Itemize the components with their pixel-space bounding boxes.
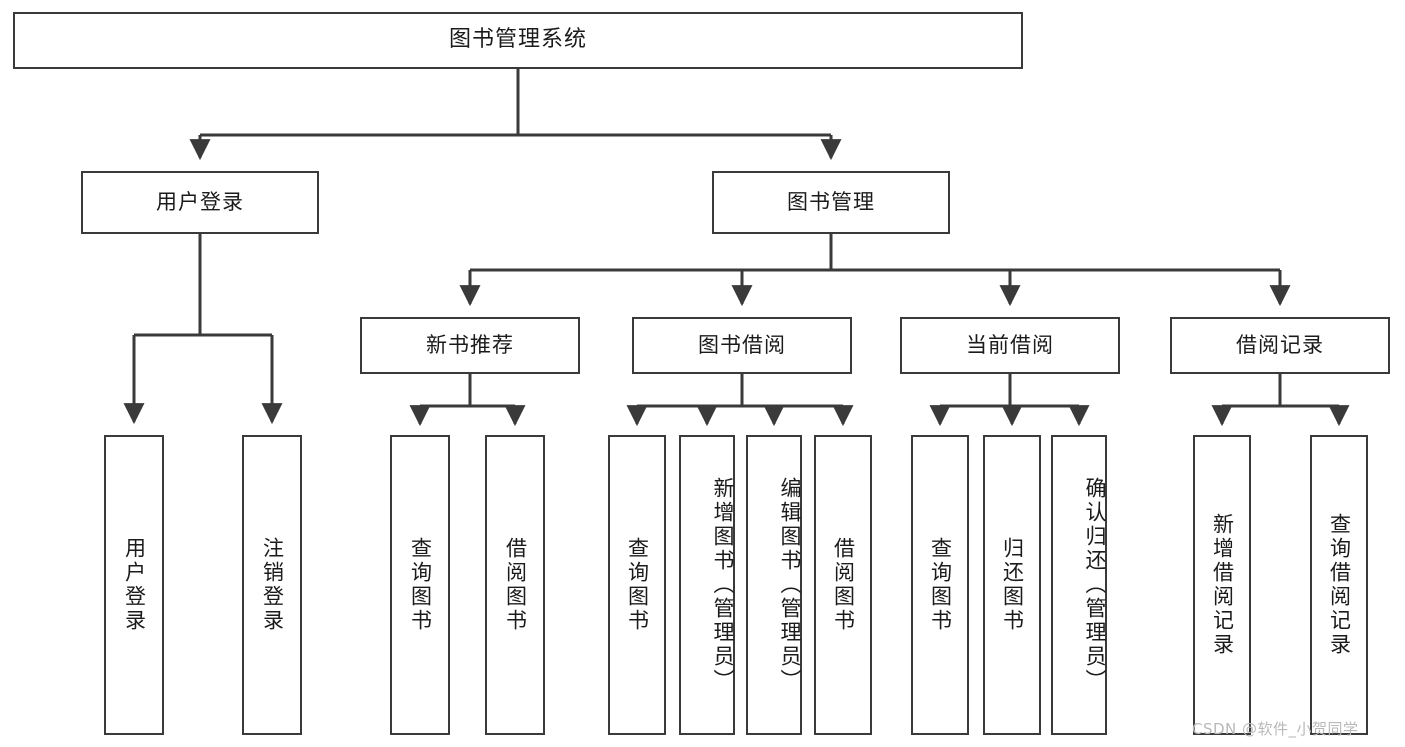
leaf-query-book-3-label: 查询图书 [928,537,953,633]
leaf-add-record-label: 新增借阅记录 [1210,513,1235,657]
leaf-borrow-book-1[interactable]: 借阅图书 [485,435,545,735]
leaf-user-login[interactable]: 用户登录 [104,435,164,735]
leaf-confirm-return[interactable]: 确认归还（管理员） [1051,435,1107,735]
node-user-login-label: 用户登录 [156,189,244,214]
leaf-borrow-book-2[interactable]: 借阅图书 [814,435,872,735]
leaf-edit-book-label: 编辑图书（管理员） [778,477,802,693]
node-root[interactable]: 图书管理系统 [13,12,1023,69]
node-borrow-record[interactable]: 借阅记录 [1170,317,1390,374]
leaf-query-book-2-label: 查询图书 [625,537,650,633]
leaf-add-book-label: 新增图书（管理员） [711,477,735,693]
leaf-user-login-label: 用户登录 [122,537,147,633]
leaf-query-book-3[interactable]: 查询图书 [911,435,969,735]
leaf-return-book[interactable]: 归还图书 [983,435,1041,735]
leaf-add-book[interactable]: 新增图书（管理员） [679,435,735,735]
leaf-borrow-book-2-label: 借阅图书 [831,537,856,633]
node-current-borrow-label: 当前借阅 [966,332,1054,357]
leaf-edit-book[interactable]: 编辑图书（管理员） [746,435,802,735]
node-book-borrow-label: 图书借阅 [698,332,786,357]
node-new-book-rec[interactable]: 新书推荐 [360,317,580,374]
node-new-book-rec-label: 新书推荐 [426,332,514,357]
leaf-borrow-book-1-label: 借阅图书 [503,537,528,633]
leaf-add-record[interactable]: 新增借阅记录 [1193,435,1251,735]
leaf-query-record-label: 查询借阅记录 [1327,513,1352,657]
leaf-logout[interactable]: 注销登录 [242,435,302,735]
node-current-borrow[interactable]: 当前借阅 [900,317,1120,374]
node-book-manage-label: 图书管理 [787,189,875,214]
leaf-query-book-1-label: 查询图书 [408,537,433,633]
leaf-return-book-label: 归还图书 [1000,537,1025,633]
leaf-query-record[interactable]: 查询借阅记录 [1310,435,1368,735]
leaf-query-book-1[interactable]: 查询图书 [390,435,450,735]
node-book-manage[interactable]: 图书管理 [712,171,950,234]
node-book-borrow[interactable]: 图书借阅 [632,317,852,374]
leaf-query-book-2[interactable]: 查询图书 [608,435,666,735]
leaf-logout-label: 注销登录 [260,537,285,633]
leaf-confirm-return-label: 确认归还（管理员） [1083,477,1107,693]
node-borrow-record-label: 借阅记录 [1236,332,1324,357]
node-user-login[interactable]: 用户登录 [81,171,319,234]
csdn-watermark: CSDN @软件_小贺同学 [1192,720,1359,738]
node-root-label: 图书管理系统 [448,27,587,53]
